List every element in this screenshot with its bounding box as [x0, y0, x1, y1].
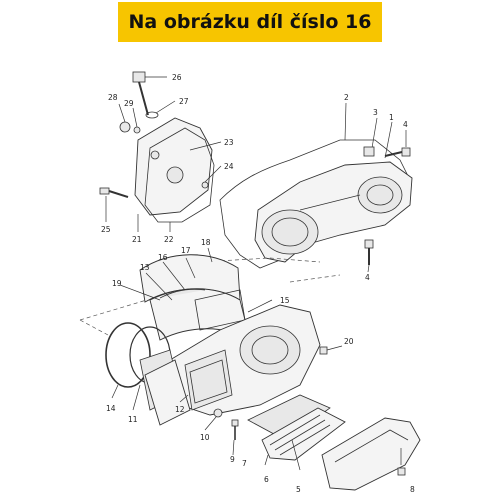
bolt-25 — [99, 187, 129, 222]
bolt-4-top — [384, 130, 411, 157]
plug-part — [119, 121, 131, 133]
callout-5: 5 — [296, 485, 301, 494]
callout-14: 14 — [106, 404, 116, 413]
callout-3: 3 — [373, 108, 378, 117]
bolt-4-bottom — [364, 239, 374, 273]
callout-25: 25 — [101, 225, 111, 234]
duct-base — [144, 359, 191, 426]
callout-10: 10 — [200, 433, 210, 442]
banner-title: Na obrázku díl číslo 16 — [128, 11, 372, 33]
callout-2: 2 — [344, 93, 349, 102]
air-duct-assembly — [139, 254, 251, 341]
callout-17: 17 — [181, 246, 191, 255]
outer-cover — [321, 417, 421, 491]
callout-4-bottom: 4 — [365, 273, 370, 282]
callout-labels: 26 28 29 27 23 24 25 21 22 2 3 1 4 4 18 … — [101, 73, 415, 494]
screw-20 — [319, 345, 343, 355]
callout-26: 26 — [172, 73, 182, 82]
callout-18: 18 — [201, 238, 211, 247]
washer-10 — [213, 408, 223, 418]
callout-24: 24 — [224, 162, 234, 171]
callout-23: 23 — [224, 138, 234, 147]
screw-9 — [231, 419, 239, 440]
callout-20: 20 — [344, 337, 354, 346]
crankcase-cover — [219, 139, 413, 269]
callout-29: 29 — [124, 99, 134, 108]
callout-22: 22 — [164, 235, 174, 244]
callout-27: 27 — [179, 97, 189, 106]
title-banner: Na obrázku díl číslo 16 — [118, 2, 382, 42]
leader-lines — [111, 247, 301, 471]
callout-16: 16 — [158, 253, 168, 262]
callout-19: 19 — [112, 279, 122, 288]
callout-7: 7 — [242, 459, 247, 468]
screw-8 — [397, 448, 406, 476]
callout-8: 8 — [410, 485, 415, 494]
small-cover-assembly — [134, 117, 215, 223]
callout-21: 21 — [132, 235, 142, 244]
oring-small-part — [145, 111, 159, 119]
dipstick-part — [132, 71, 167, 116]
callout-11: 11 — [128, 415, 138, 424]
oring-part — [133, 126, 141, 134]
filter-case-body — [169, 304, 321, 416]
callout-15: 15 — [280, 296, 290, 305]
callout-1: 1 — [389, 113, 394, 122]
filter-element — [247, 394, 346, 461]
callout-28: 28 — [108, 93, 118, 102]
callout-13: 13 — [140, 263, 150, 272]
collar-3 — [363, 146, 375, 157]
callout-9: 9 — [230, 455, 235, 464]
callout-12: 12 — [175, 405, 185, 414]
callout-6: 6 — [264, 475, 269, 484]
callout-4-top: 4 — [403, 120, 408, 129]
